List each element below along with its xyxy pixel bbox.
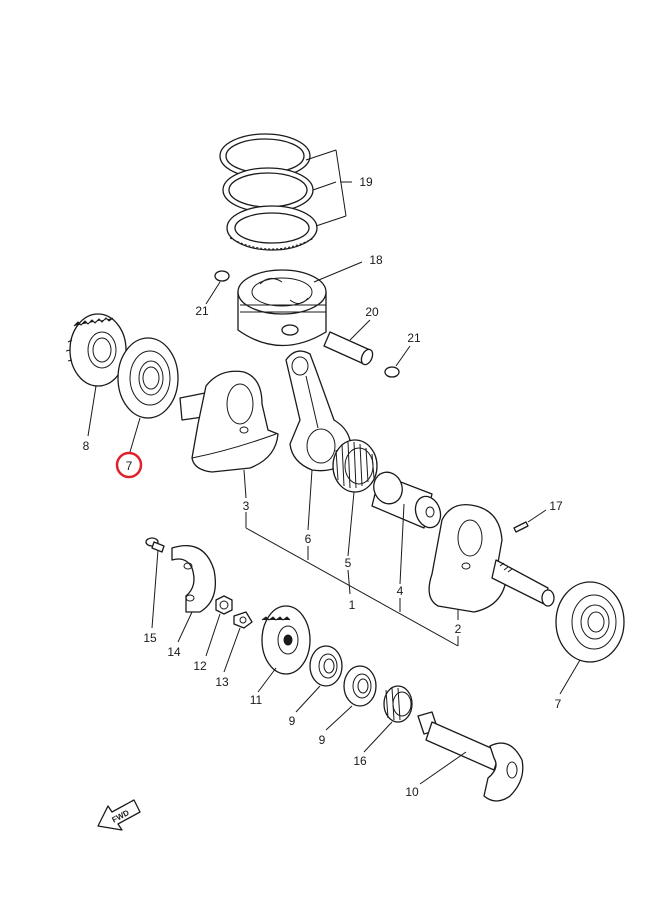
callout-12: 12 [193,659,207,673]
callout-9-upper: 9 [289,714,296,728]
callout-9-lower: 9 [319,733,326,747]
callout-15: 15 [143,631,157,645]
circlip-upper [214,270,230,282]
callout-6: 6 [305,532,312,546]
bearing-9-lower [343,665,377,707]
bearing-9-upper [309,645,343,687]
callout-20: 20 [365,305,379,319]
callout-10: 10 [405,785,419,799]
callout-11: 11 [250,693,263,707]
callout-7-right: 7 [555,697,562,711]
callout-5: 5 [345,556,352,570]
nut [215,595,233,615]
balancer-weight [171,544,217,613]
primary-gear [65,313,127,387]
crank-web-right [428,503,555,613]
callout-8: 8 [83,439,90,453]
crank-pin [371,471,442,529]
piston-pin [323,331,374,366]
balancer-shaft [417,711,524,802]
callout-19: 19 [359,175,373,189]
piston-rings [219,133,318,251]
woodruff-key [513,521,529,533]
leader-lines [87,149,581,785]
needle-bearing [332,439,378,493]
callout-13: 13 [215,675,229,689]
callout-3: 3 [243,499,250,513]
needle-bearing-16 [383,685,413,723]
bolt [145,537,165,553]
callout-18: 18 [369,253,383,267]
callout-labels: 19 18 21 20 21 8 7 3 17 6 5 4 1 2 15 14 … [83,175,563,799]
callout-21-lower: 21 [407,331,421,345]
callout-14: 14 [167,645,181,659]
callout-16: 16 [353,754,367,768]
bearing-left [117,337,179,419]
lock-washer [233,611,253,629]
bearing-right [555,581,625,663]
callout-2: 2 [455,622,462,636]
callout-1: 1 [349,598,356,612]
piston [237,269,327,347]
crank-web-left [179,370,279,473]
balancer-drive-gear [261,605,311,675]
fwd-arrow-icon: FWD [97,799,141,831]
circlip-lower [384,366,400,378]
highlight-circle [115,451,143,479]
callout-7-left: 7 [126,459,133,473]
callout-4: 4 [397,584,404,598]
callout-17: 17 [549,499,563,513]
callout-21-upper: 21 [195,304,209,318]
